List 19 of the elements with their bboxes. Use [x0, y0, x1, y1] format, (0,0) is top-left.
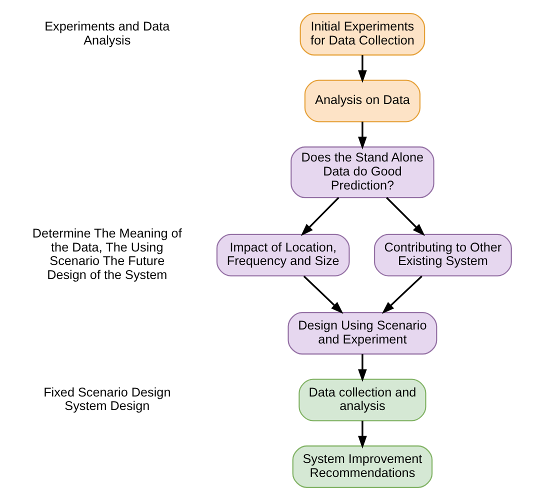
node-box: Initial Experiments for Data Collection: [299, 12, 425, 56]
node-box: Design Using Scenario and Experiment: [287, 312, 437, 354]
label: Determine The Meaning of the Data, The Using Scenario The Future Design of the System: [32, 226, 182, 282]
arrow: [358, 121, 366, 149]
label: Experiments and Data Analysis: [44, 19, 170, 47]
label: Fixed Scenario Design System Design: [43, 384, 170, 413]
node-box: Analysis on Data: [304, 79, 420, 122]
node-box: Contributing to Other Existing System: [373, 233, 512, 276]
arrow: [358, 54, 366, 82]
node-box: System Improvement Recommendations: [292, 444, 432, 488]
node-box: Data collection and analysis: [298, 378, 426, 421]
arrow: [302, 275, 343, 314]
arrow: [358, 420, 366, 448]
arrow: [381, 275, 422, 314]
arrow: [300, 196, 339, 236]
node-box: Impact of Location, Frequency and Size: [216, 233, 350, 276]
arrow: [386, 196, 424, 236]
arrow: [358, 354, 366, 382]
node-box: Does the Stand Alone Data do Good Prediction?: [290, 146, 434, 198]
